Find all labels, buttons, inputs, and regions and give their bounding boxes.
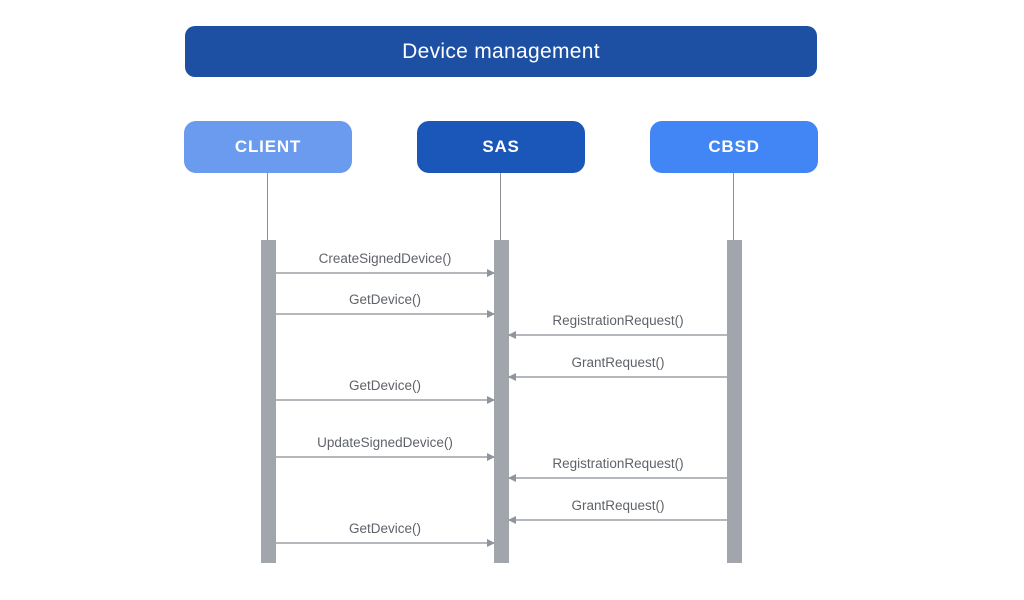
message-grant-request-1: GrantRequest() xyxy=(508,352,727,381)
message-update-signed-device: UpdateSignedDevice() xyxy=(276,432,495,461)
message-label: GetDevice() xyxy=(348,521,421,536)
message-label: UpdateSignedDevice() xyxy=(317,435,453,450)
message-grant-request-2: GrantRequest() xyxy=(508,495,727,524)
message-get-device-3: GetDevice() xyxy=(276,518,495,547)
arrowhead-left-icon xyxy=(508,372,516,381)
message-get-device-2: GetDevice() xyxy=(276,375,495,404)
actor-cbsd-label: CBSD xyxy=(708,137,760,156)
arrowhead-right-icon xyxy=(487,268,495,277)
message-label: CreateSignedDevice() xyxy=(318,251,452,266)
arrowhead-right-icon xyxy=(487,538,495,547)
actor-cbsd: CBSD xyxy=(650,121,818,173)
arrowhead-left-icon xyxy=(508,515,516,524)
message-registration-request-1: RegistrationRequest() xyxy=(508,310,727,339)
message-arrow xyxy=(276,395,495,404)
message-label: GrantRequest() xyxy=(571,355,665,370)
arrowhead-right-icon xyxy=(487,452,495,461)
message-arrow xyxy=(276,268,495,277)
message-arrow xyxy=(508,515,727,524)
arrowhead-right-icon xyxy=(487,309,495,318)
message-arrow xyxy=(508,372,727,381)
activation-bar-cbsd xyxy=(727,240,742,563)
actor-client: CLIENT xyxy=(184,121,352,173)
arrowhead-right-icon xyxy=(487,395,495,404)
message-arrow xyxy=(276,538,495,547)
lifeline-client xyxy=(267,173,268,241)
message-registration-request-2: RegistrationRequest() xyxy=(508,453,727,482)
arrowhead-left-icon xyxy=(508,330,516,339)
message-label: GetDevice() xyxy=(348,292,421,307)
message-label: RegistrationRequest() xyxy=(552,313,684,328)
message-arrow xyxy=(276,309,495,318)
arrowhead-left-icon xyxy=(508,473,516,482)
message-label: RegistrationRequest() xyxy=(552,456,684,471)
diagram-title: Device management xyxy=(185,26,817,77)
message-get-device-1: GetDevice() xyxy=(276,289,495,318)
lifeline-cbsd xyxy=(733,173,734,241)
lifeline-sas xyxy=(500,173,501,241)
diagram-title-label: Device management xyxy=(402,39,600,63)
activation-bar-sas xyxy=(494,240,509,563)
message-arrow xyxy=(508,473,727,482)
message-arrow xyxy=(276,452,495,461)
message-create-signed-device: CreateSignedDevice() xyxy=(276,248,495,277)
actor-client-label: CLIENT xyxy=(234,137,302,156)
actor-sas: SAS xyxy=(417,121,585,173)
message-label: GrantRequest() xyxy=(571,498,665,513)
activation-bar-client xyxy=(261,240,276,563)
actor-sas-label: SAS xyxy=(482,137,520,156)
message-arrow xyxy=(508,330,727,339)
message-label: GetDevice() xyxy=(348,378,421,393)
